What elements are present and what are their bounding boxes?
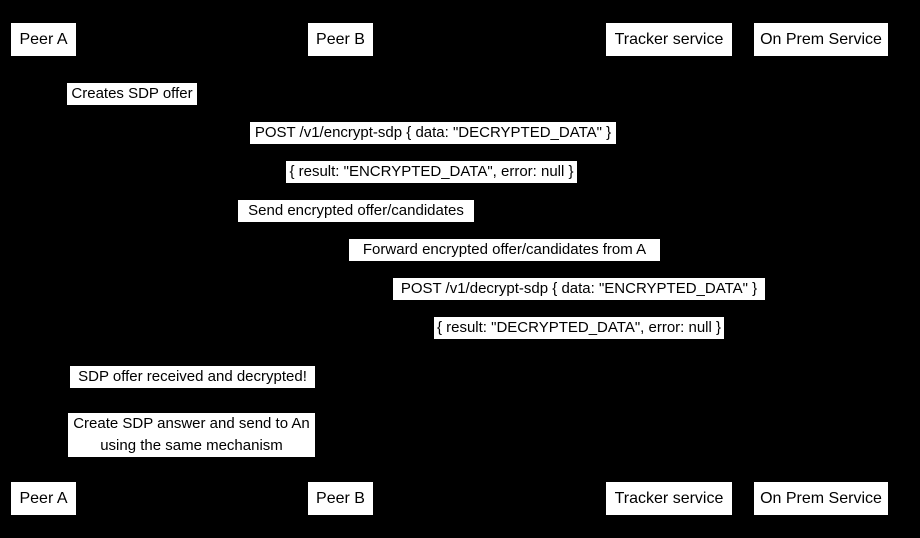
arrow-encrypt-sdp-response bbox=[43, 185, 821, 186]
arrow-forward-encrypted-offer bbox=[340, 263, 669, 264]
message-label-post-encrypt-sdp: POST /v1/encrypt-sdp { data: "DECRYPTED_… bbox=[250, 122, 616, 144]
participant-peer-a-top[interactable]: Peer A bbox=[10, 22, 77, 57]
arrow-send-encrypted-offer bbox=[43, 224, 669, 225]
message-label-encrypt-sdp-response: { result: "ENCRYPTED_DATA", error: null … bbox=[286, 161, 577, 183]
lifeline-peer-a bbox=[43, 57, 44, 481]
message-label-forward-encrypted-offer: Forward encrypted offer/candidates from … bbox=[349, 239, 660, 261]
note-create-sdp-answer-line2: using the same mechanism bbox=[100, 437, 283, 454]
message-label-creates-sdp-offer: Creates SDP offer bbox=[67, 83, 197, 105]
note-sdp-offer-received: SDP offer received and decrypted! bbox=[70, 366, 315, 388]
note-create-sdp-answer: Create SDP answer and send to An using t… bbox=[68, 413, 315, 457]
message-label-send-encrypted-offer: Send encrypted offer/candidates bbox=[238, 200, 474, 222]
lifeline-tracker-service bbox=[669, 57, 670, 481]
lifeline-on-prem-service bbox=[821, 57, 822, 481]
arrow-post-encrypt-sdp bbox=[43, 146, 821, 147]
arrow-decrypt-sdp-response bbox=[340, 341, 821, 342]
message-label-post-decrypt-sdp: POST /v1/decrypt-sdp { data: "ENCRYPTED_… bbox=[393, 278, 765, 300]
arrow-post-decrypt-sdp bbox=[340, 302, 821, 303]
participant-on-prem-service-bottom[interactable]: On Prem Service bbox=[753, 481, 889, 516]
participant-tracker-service-top[interactable]: Tracker service bbox=[605, 22, 733, 57]
note-create-sdp-answer-line1: Create SDP answer and send to An bbox=[73, 415, 310, 432]
participant-on-prem-service-top[interactable]: On Prem Service bbox=[753, 22, 889, 57]
arrow-creates-sdp-offer bbox=[43, 105, 103, 106]
participant-peer-b-top[interactable]: Peer B bbox=[307, 22, 374, 57]
participant-peer-a-bottom[interactable]: Peer A bbox=[10, 481, 77, 516]
lifeline-peer-b bbox=[340, 57, 341, 481]
participant-tracker-service-bottom[interactable]: Tracker service bbox=[605, 481, 733, 516]
participant-peer-b-bottom[interactable]: Peer B bbox=[307, 481, 374, 516]
message-label-decrypt-sdp-response: { result: "DECRYPTED_DATA", error: null … bbox=[434, 317, 724, 339]
